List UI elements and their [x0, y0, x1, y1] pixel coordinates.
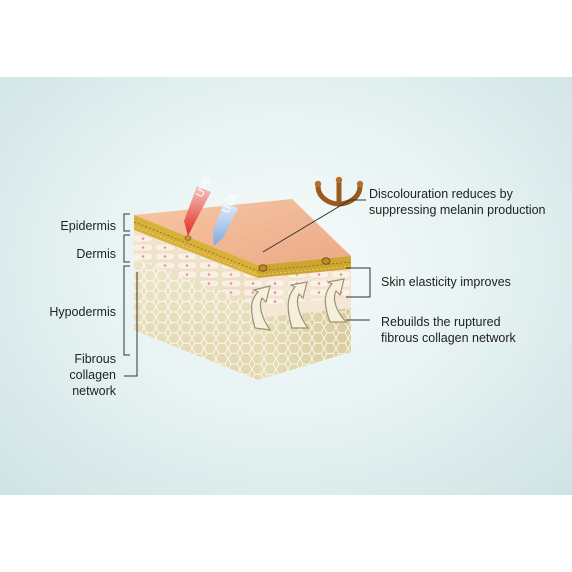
callout-rebuilds-line-2: fibrous collagen network	[381, 331, 516, 345]
melanin-icon	[314, 176, 364, 207]
melanocyte-markers	[184, 235, 331, 272]
label-fibrous-line-3: network	[72, 384, 116, 398]
callout-discolouration: Discolouration reduces by suppressing me…	[369, 186, 546, 218]
callout-rebuilds-line-1: Rebuilds the ruptured	[381, 315, 501, 329]
bracket-fibrous	[124, 272, 138, 377]
callout-elasticity: Skin elasticity improves	[381, 275, 511, 289]
label-fibrous-line-2: collagen	[69, 368, 116, 382]
label-epidermis: Epidermis	[60, 219, 116, 233]
label-hypodermis: Hypodermis	[49, 305, 116, 319]
rebuild-arrows	[251, 278, 348, 331]
uvb-arrow	[184, 186, 211, 236]
label-fibrous-line-1: Fibrous	[74, 352, 116, 366]
bracket-hypodermis	[123, 265, 130, 356]
bracket-epidermis	[123, 213, 130, 232]
bracket-dermis	[123, 234, 130, 263]
callout-discolouration-line-1: Discolouration reduces by	[369, 187, 513, 201]
uva-arrow	[213, 202, 238, 246]
callout-rebuilds: Rebuilds the ruptured fibrous collagen n…	[381, 314, 516, 346]
callout-discolouration-line-2: suppressing melanin production	[369, 203, 546, 217]
label-fibrous-collagen-network: Fibrous collagen network	[40, 351, 116, 399]
label-dermis: Dermis	[76, 247, 116, 261]
leader-lines	[123, 199, 371, 377]
